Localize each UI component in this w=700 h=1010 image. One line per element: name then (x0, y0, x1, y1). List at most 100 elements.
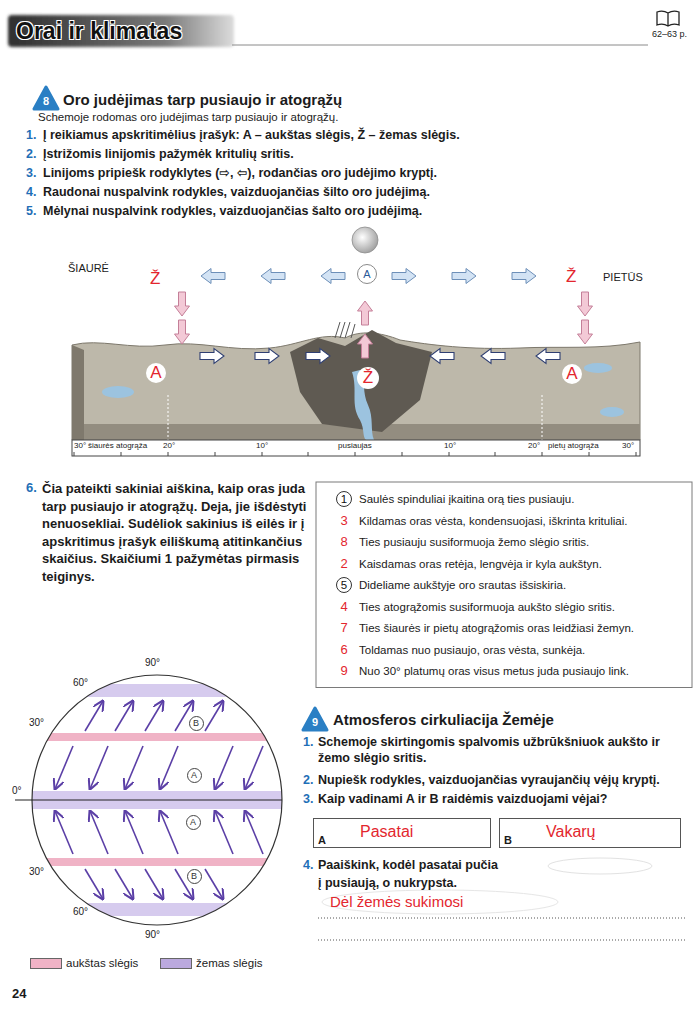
globe (205, 869, 223, 899)
latitude-axis (449, 452, 450, 456)
latitude-label: 90° (145, 657, 160, 670)
statement-text: Toldamas nuo pusiaujo, oras vėsta, sunkė… (359, 642, 686, 658)
air-flow-arrows (578, 292, 593, 316)
instruction: Schemoje skirtingomis spalvomis užbrūkšn… (318, 735, 688, 766)
order-number: 3 (336, 513, 352, 529)
item-number: 1. (303, 735, 313, 751)
instruction: Nupiešk rodykles, vaizduojančias vyrauja… (318, 773, 688, 789)
globe (160, 811, 178, 854)
air-flow-arrows (261, 269, 285, 284)
latitude-axis (636, 452, 637, 456)
statement-text: Saulės spinduliai įkaitina orą ties pusi… (359, 491, 686, 507)
item-number: 3. (303, 792, 313, 808)
item-number: 3. (26, 166, 36, 182)
globe (85, 701, 103, 731)
air-flow-arrows (358, 334, 373, 358)
instruction: į pusiaują, o nukrypsta. (318, 876, 457, 892)
terrain-cross-section (168, 395, 169, 440)
globe (145, 869, 163, 899)
air-flow-arrows (200, 349, 224, 364)
air-flow-arrows (175, 269, 593, 364)
item-number: 6. (26, 480, 37, 496)
air-flow-arrows (175, 292, 593, 358)
terrain-cross-section (351, 324, 355, 338)
latitude-axis (72, 440, 640, 456)
order-number: 4 (336, 599, 352, 615)
statement-row: 2 Kaisdamas oras retėja, lengvėja ir kyla… (336, 556, 686, 572)
latitude-label: 0° (12, 785, 22, 798)
answer-letter: B (504, 834, 512, 846)
intro-text: Schemoje rodomas oro judėjimas tarp pusi… (38, 110, 338, 124)
globe (30, 903, 290, 916)
terrain-cross-section (340, 322, 345, 338)
order-number: 2 (336, 556, 352, 572)
statement-text: Kaisdamas oras retėja, lengvėja ir kyla … (359, 556, 686, 572)
globe (15, 799, 282, 800)
terrain-cross-section (345, 322, 350, 338)
axis-label: 20° (528, 441, 540, 451)
axis-label: 30° (74, 441, 86, 451)
whiteout (322, 890, 558, 914)
terrain-cross-section (542, 395, 543, 440)
pressure-mark: Ž (150, 268, 160, 289)
handwritten-answer: Pasatai (360, 823, 413, 841)
axis-label: 20° (163, 441, 175, 451)
section-heading: Atmosferos cirkuliacija Žemėje (333, 711, 554, 730)
statement-text: Ties šiaurės ir pietų atogrąžomis oras l… (359, 620, 686, 636)
latitude-axis (589, 452, 590, 456)
order-number: 1 (336, 491, 352, 507)
air-flow-arrows (392, 269, 416, 284)
latitude-axis (262, 452, 263, 456)
air-flow-arrows (358, 301, 373, 325)
item-number: 2. (26, 147, 36, 163)
latitude-axis (74, 452, 636, 456)
axis-label: 10° (444, 441, 456, 451)
air-flow-arrows (175, 292, 190, 316)
wind-letter-circle: A (186, 815, 201, 830)
latitude-axis (402, 452, 403, 456)
circle-letter: A (190, 818, 196, 827)
globe (30, 684, 290, 697)
latitude-label: 30° (16, 717, 44, 730)
air-flow-arrows (481, 349, 505, 364)
statement-row: 8Ties pusiauju susiformuoja žemo slėgio … (336, 534, 686, 550)
legend-swatch (160, 958, 192, 969)
answer-lines (318, 918, 685, 940)
wind-letter-circle: B (189, 716, 204, 731)
pressure-circle: A (357, 264, 377, 284)
statements-frame (316, 482, 692, 688)
instruction: Mėlynai nuspalvink rodykles, vaizduojanč… (43, 204, 422, 220)
globe (215, 811, 233, 854)
air-flow-arrows (306, 349, 330, 364)
circle-letter: A (191, 771, 197, 780)
item-number: 5. (26, 204, 36, 220)
instruction: Linijoms pripiešk rodyklytes (⇨, ⇦), rod… (43, 166, 437, 182)
pressure-mark: A (146, 363, 166, 383)
wind-letter-circle: B (187, 869, 202, 884)
globe (245, 811, 263, 854)
globe (205, 701, 223, 731)
task-text: Čia pateikti sakiniai aiškina, kaip oras… (42, 480, 310, 585)
latitude-axis (215, 452, 216, 456)
latitude-axis (355, 452, 356, 456)
section-badge (34, 87, 58, 109)
globe (90, 746, 108, 789)
answer-box: BVakarų (499, 818, 681, 848)
title-banner (8, 15, 648, 47)
circle-letter: A (363, 269, 370, 280)
globe (125, 811, 143, 854)
item-number: 4. (303, 858, 313, 874)
answer-box: APasatai (313, 818, 491, 848)
globe (15, 675, 290, 925)
statement-text: Kildamas oras vėsta, kondensuojasi, iškr… (359, 513, 686, 529)
order-number: 9 (336, 663, 352, 679)
wind-letter-circle: A (187, 768, 202, 783)
section-number: 9 (309, 716, 321, 730)
latitude-axis (542, 452, 543, 456)
globe (55, 701, 263, 899)
page-title: Orai ir klimatas (16, 17, 182, 46)
pressure-mark: Ž (357, 367, 379, 389)
air-flow-arrows (200, 349, 560, 364)
book-icon (657, 11, 679, 26)
latitude-label: 90° (145, 929, 160, 942)
